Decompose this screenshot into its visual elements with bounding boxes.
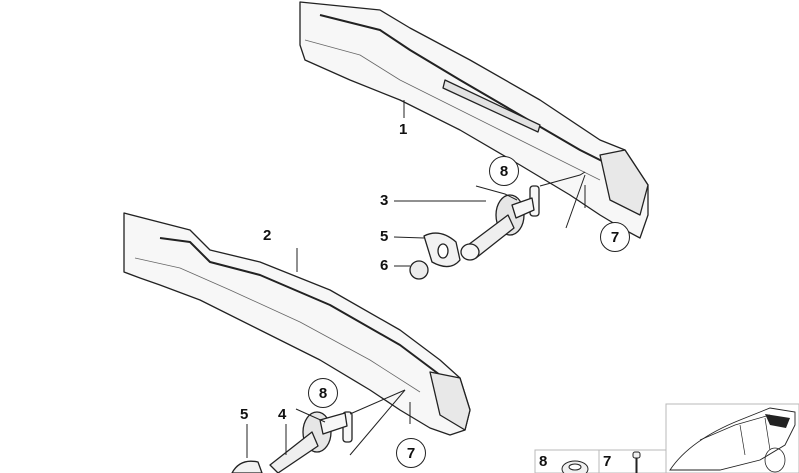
impact-absorber-lower[interactable] [269, 411, 353, 473]
upper-bumper-carrier[interactable] [299, 1, 649, 239]
cap[interactable] [409, 260, 429, 280]
kit-label-7: 7 [603, 453, 612, 470]
bolt-icon [632, 451, 641, 473]
circled-callout-8-upper[interactable]: 8 [489, 156, 519, 186]
kit-label-8: 8 [539, 453, 548, 470]
impact-absorber-upper[interactable] [460, 185, 540, 261]
gasket-lower[interactable] [231, 460, 263, 473]
callout-5-lower[interactable]: 5 [240, 406, 249, 423]
gasket-upper[interactable] [423, 232, 461, 268]
callout-5-upper[interactable]: 5 [380, 228, 389, 245]
callout-4[interactable]: 4 [278, 406, 287, 423]
callout-3[interactable]: 3 [380, 192, 389, 209]
circled-callout-7-lower[interactable]: 7 [396, 438, 426, 468]
lower-bumper-carrier[interactable] [123, 212, 471, 436]
callout-1[interactable]: 1 [399, 121, 408, 138]
car-locator-thumbnail [665, 403, 799, 473]
callout-6[interactable]: 6 [380, 257, 389, 274]
circled-callout-7-upper[interactable]: 7 [600, 222, 630, 252]
circled-callout-8-lower[interactable]: 8 [308, 378, 338, 408]
callout-2[interactable]: 2 [263, 227, 272, 244]
nut-icon [561, 460, 589, 473]
leader-lines [246, 100, 586, 458]
